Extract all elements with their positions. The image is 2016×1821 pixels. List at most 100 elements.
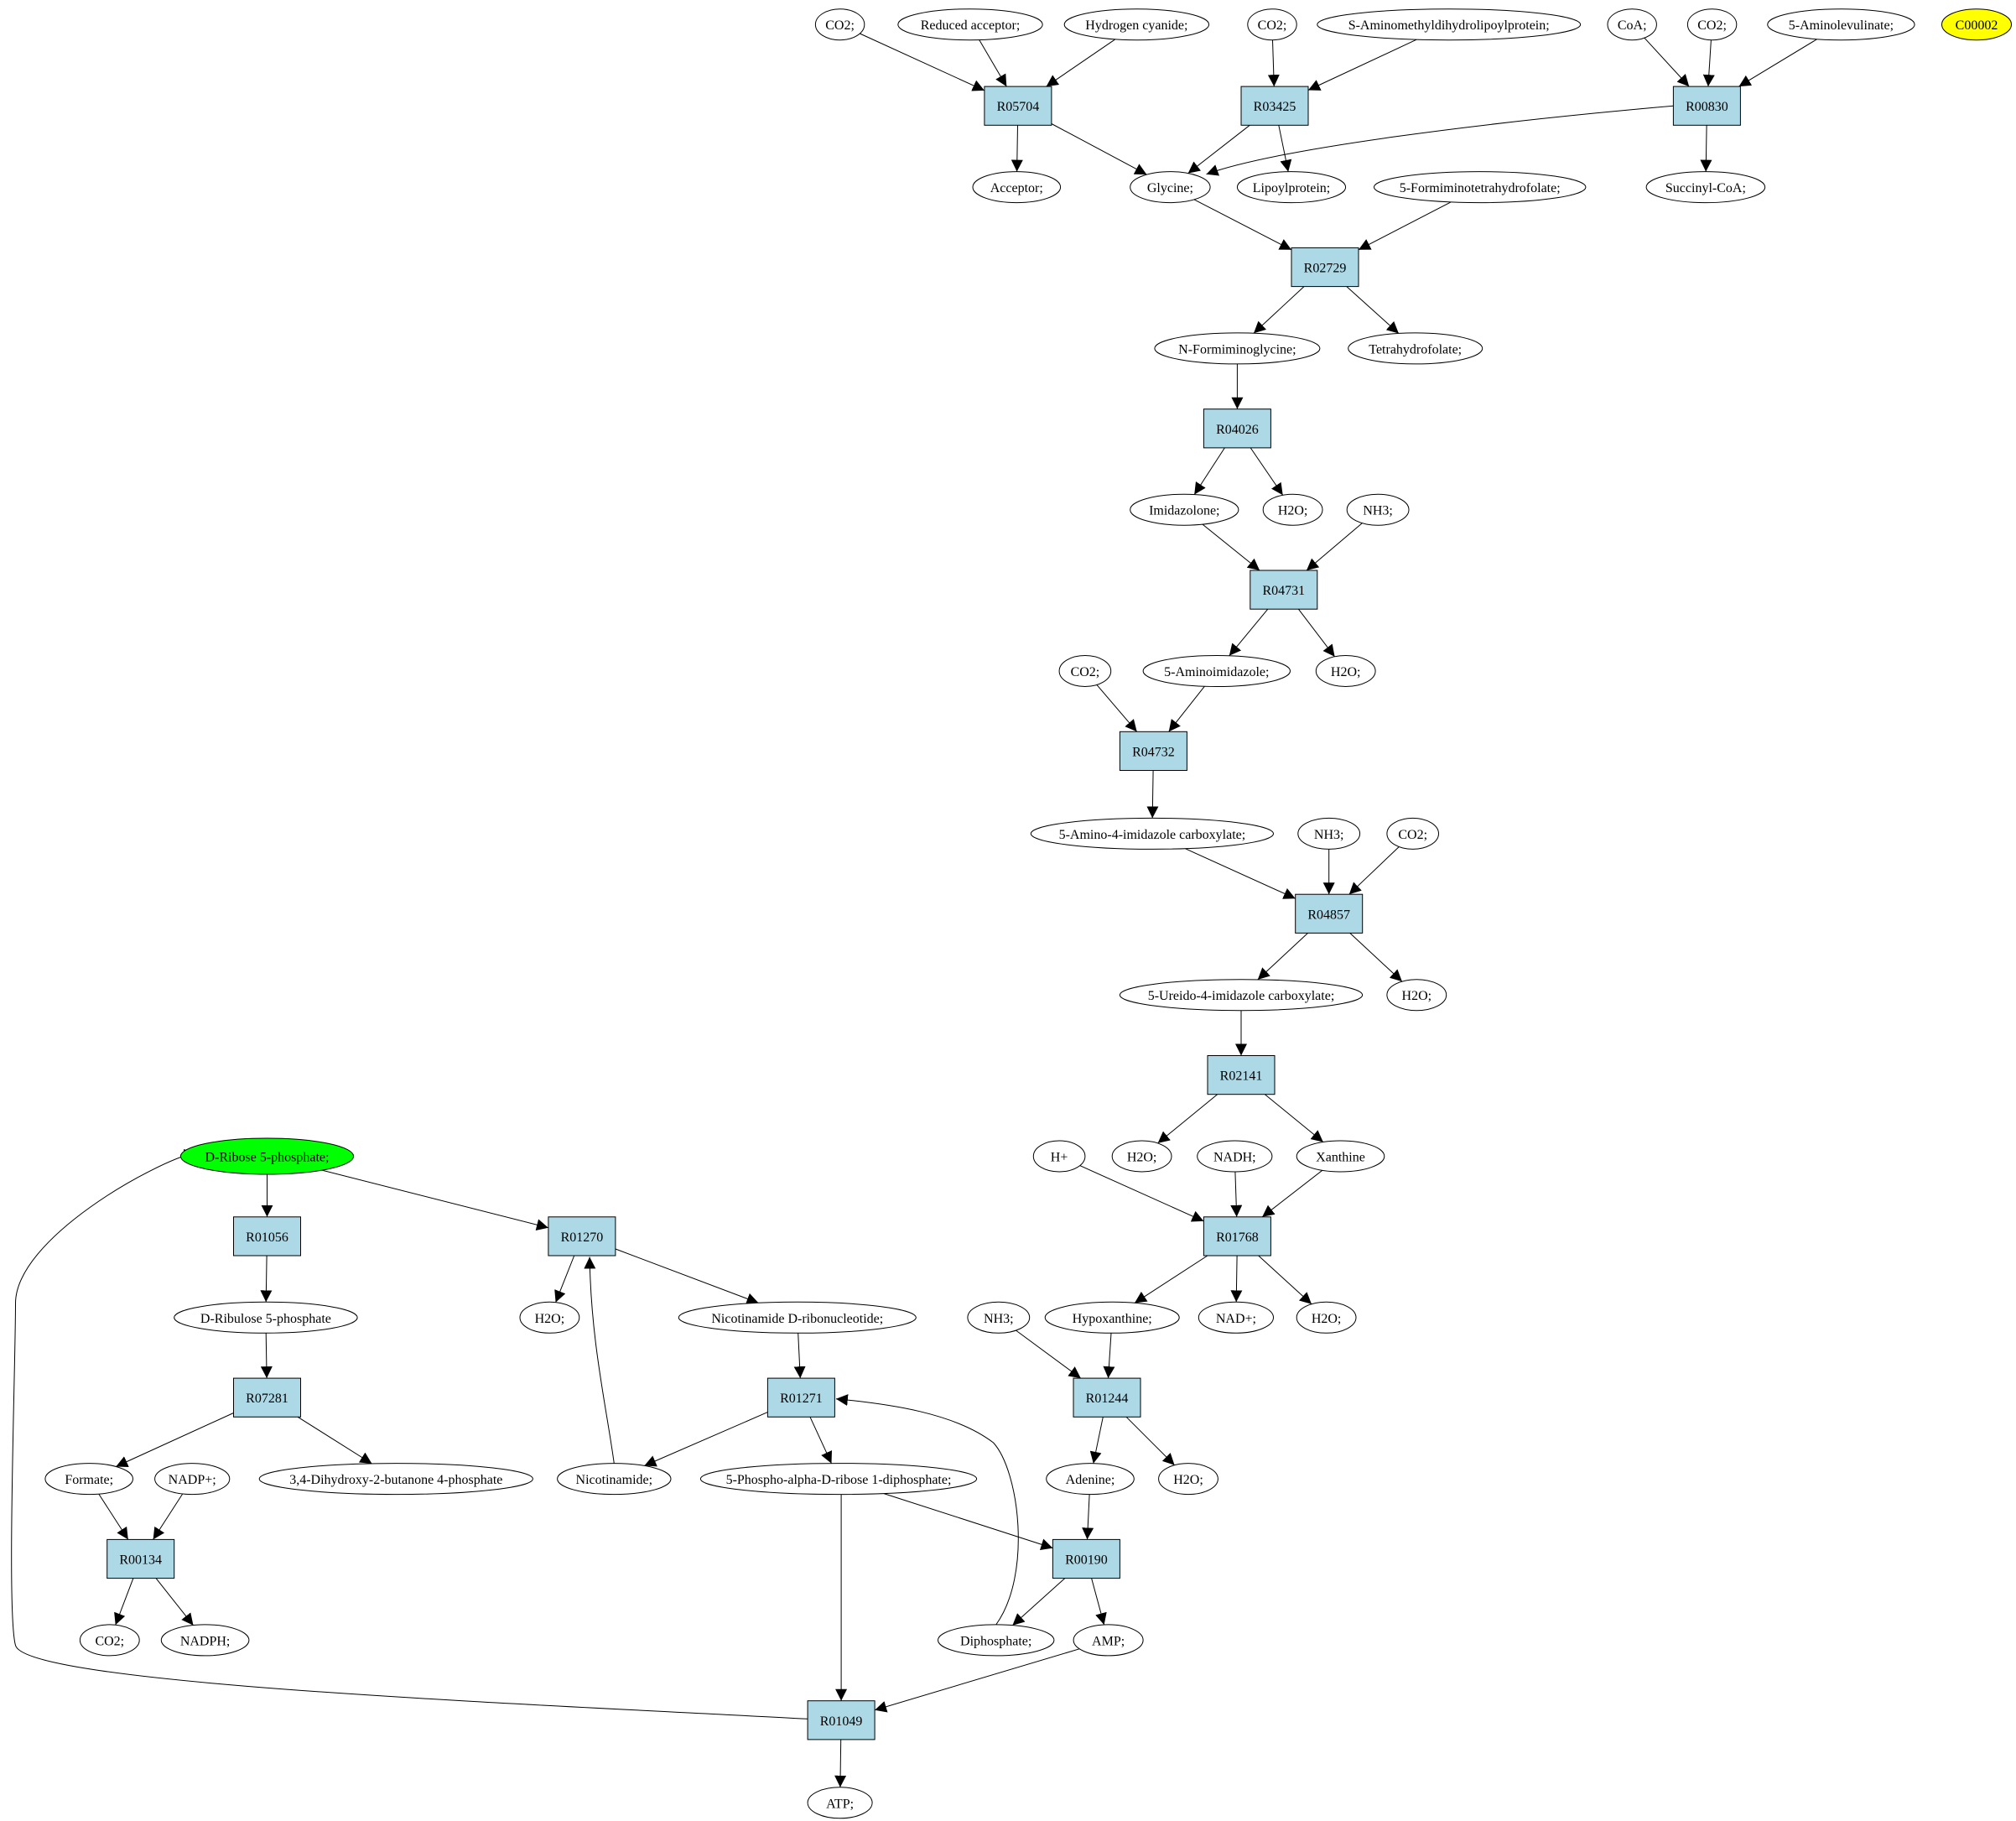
reaction-node-r_R01271[interactable]: R01271 [766, 1377, 835, 1418]
edge-r_R03425-to-c_lipoyl [1278, 125, 1292, 172]
edge-r_R07281-to-c_dhb4p [297, 1416, 372, 1465]
compound-node-c_co2_a[interactable]: CO2; [814, 8, 865, 41]
compound-node-c_h2o_d[interactable]: H2O; [1111, 1140, 1172, 1173]
node-label: R00830 [1686, 100, 1728, 114]
reaction-node-r_R00134[interactable]: R00134 [107, 1538, 175, 1579]
compound-node-c_prpp[interactable]: 5-Phospho-alpha-D-ribose 1-diphosphate; [699, 1463, 978, 1496]
edge-r_R04857-to-c_5u4ic [1257, 932, 1309, 981]
compound-node-c_hypox[interactable]: Hypoxanthine; [1044, 1301, 1180, 1334]
node-label: D-Ribulose 5-phosphate [200, 1312, 331, 1326]
reaction-node-r_R04732[interactable]: R04732 [1119, 731, 1187, 771]
compound-node-c_coa[interactable]: CoA; [1607, 8, 1657, 41]
compound-node-c_formate[interactable]: Formate; [44, 1463, 133, 1496]
compound-node-c_amp[interactable]: AMP; [1073, 1624, 1144, 1657]
compound-node-c_co2_d[interactable]: CO2; [1058, 655, 1112, 687]
reaction-node-r_R04731[interactable]: R04731 [1250, 570, 1318, 610]
reaction-node-r_R00830[interactable]: R00830 [1672, 86, 1741, 126]
compound-node-c_nadpplus[interactable]: NADP+; [154, 1463, 231, 1496]
compound-node-c_adenine[interactable]: Adenine; [1046, 1463, 1135, 1496]
compound-node-c_succoa[interactable]: Succinyl-CoA; [1645, 171, 1766, 204]
node-label: S-Aminomethyldihydrolipoylprotein; [1348, 18, 1550, 33]
reaction-node-r_R01270[interactable]: R01270 [548, 1216, 616, 1256]
compound-node-c_imidazolone[interactable]: Imidazolone; [1130, 493, 1239, 526]
edge-r_R00830-to-c_succoa [1700, 125, 1712, 172]
node-label: Diphosphate; [960, 1634, 1031, 1648]
reaction-node-r_R03425[interactable]: R03425 [1240, 86, 1309, 126]
compound-node-c_5a4ic[interactable]: 5-Amino-4-imidazole carboxylate; [1030, 817, 1275, 850]
reaction-node-r_R04857[interactable]: R04857 [1295, 893, 1364, 934]
edge-r_R04026-to-c_h2o_a [1250, 447, 1284, 496]
compound-ellipse [258, 1463, 533, 1496]
edge-c_5a4ic-to-r_R04857 [1184, 848, 1296, 899]
edge-r_R02141-to-c_xanthine [1264, 1094, 1324, 1142]
reaction-node-r_R02141[interactable]: R02141 [1207, 1055, 1276, 1095]
compound-node-c_5u4ic[interactable]: 5-Ureido-4-imidazole carboxylate; [1119, 979, 1364, 1012]
compound-node-c_nh3_b[interactable]: NH3; [1297, 817, 1361, 850]
compound-node-c_redacc[interactable]: Reduced acceptor; [897, 8, 1043, 41]
compound-node-c_acceptor[interactable]: Acceptor; [972, 171, 1062, 204]
reaction-node-r_R07281[interactable]: R07281 [233, 1377, 301, 1418]
compound-node-c_co2_b[interactable]: CO2; [1247, 8, 1297, 41]
compound-node-c_amdlp[interactable]: S-Aminomethyldihydrolipoylprotein; [1317, 8, 1582, 41]
compound-node-c_thf[interactable]: Tetrahydrofolate; [1348, 332, 1483, 365]
compound-node-c_c00002[interactable]: C00002 [1941, 8, 2012, 41]
compound-ellipse [44, 1463, 133, 1496]
compound-node-c_h2o_g[interactable]: H2O; [519, 1301, 580, 1334]
compound-node-c_nmn[interactable]: Nicotinamide D-ribonucleotide; [678, 1301, 917, 1334]
reaction-node-r_R00190[interactable]: R00190 [1052, 1538, 1120, 1579]
reaction-node-r_R01244[interactable]: R01244 [1073, 1377, 1141, 1418]
compound-node-c_5fthf[interactable]: 5-Formiminotetrahydrofolate; [1374, 171, 1587, 204]
compound-node-c_5al[interactable]: 5-Aminolevulinate; [1767, 8, 1915, 41]
compound-ellipse [79, 1624, 140, 1657]
compound-node-c_h2o_b[interactable]: H2O; [1315, 655, 1376, 687]
compound-node-c_dhb4p[interactable]: 3,4-Dihydroxy-2-butanone 4-phosphate [258, 1463, 533, 1496]
node-label: NH3; [1363, 504, 1393, 518]
reaction-node-r_R01049[interactable]: R01049 [807, 1700, 876, 1740]
compound-node-c_nadp_plus[interactable]: NAD+; [1198, 1301, 1275, 1334]
compound-node-c_atp[interactable]: ATP; [807, 1787, 873, 1819]
compound-node-c_nicotinamide[interactable]: Nicotinamide; [557, 1463, 672, 1496]
edge-c_hcn-to-r_R05704 [1046, 39, 1115, 87]
compound-node-c_diphosphate[interactable]: Diphosphate; [938, 1624, 1055, 1657]
compound-ellipse [897, 8, 1043, 41]
reaction-node-r_R01056[interactable]: R01056 [233, 1216, 301, 1256]
node-label: CO2; [1697, 18, 1727, 33]
compound-node-c_nh3_c[interactable]: NH3; [967, 1301, 1031, 1334]
compound-node-c_hplus[interactable]: H+ [1032, 1140, 1086, 1173]
compound-node-c_h2o_f[interactable]: H2O; [1158, 1463, 1218, 1496]
compound-node-c_nadh[interactable]: NADH; [1197, 1140, 1273, 1173]
compound-node-c_5ai[interactable]: 5-Aminoimidazole; [1142, 655, 1291, 687]
compound-node-c_co2_c[interactable]: CO2; [1686, 8, 1738, 41]
compound-node-c_lipoyl[interactable]: Lipoylprotein; [1236, 171, 1347, 204]
reaction-node-r_R05704[interactable]: R05704 [984, 86, 1052, 126]
compound-node-c_xanthine[interactable]: Xanthine [1296, 1140, 1385, 1173]
compound-ellipse [1247, 8, 1297, 41]
compound-node-c_co2_e[interactable]: CO2; [1386, 817, 1439, 850]
reaction-box [548, 1216, 616, 1256]
reaction-node-r_R02729[interactable]: R02729 [1291, 247, 1359, 288]
compound-ellipse [938, 1624, 1055, 1657]
edge-c_co2_a-to-r_R05704 [860, 33, 985, 91]
compound-node-c_co2_f[interactable]: CO2; [79, 1624, 140, 1657]
edge-c_coa-to-r_R00830 [1644, 37, 1690, 87]
reaction-node-r_R01768[interactable]: R01768 [1203, 1216, 1271, 1256]
compound-ellipse [1130, 171, 1211, 204]
compound-node-c_dr5p[interactable]: D-Ribose 5-phosphate; [179, 1137, 355, 1175]
reaction-node-r_R04026[interactable]: R04026 [1203, 408, 1271, 449]
compound-node-c_dru5p[interactable]: D-Ribulose 5-phosphate [174, 1301, 358, 1334]
compound-node-c_nh3_a[interactable]: NH3; [1346, 493, 1410, 526]
edge-c_amp-to-r_R01049 [874, 1648, 1080, 1713]
compound-node-c_h2o_c[interactable]: H2O; [1386, 979, 1447, 1012]
compound-node-c_hcn[interactable]: Hydrogen cyanide; [1063, 8, 1210, 41]
compound-ellipse [1386, 979, 1447, 1012]
compound-node-c_nadph[interactable]: NADPH; [160, 1624, 250, 1657]
compound-node-c_h2o_e[interactable]: H2O; [1296, 1301, 1357, 1334]
compound-node-c_h2o_a[interactable]: H2O; [1262, 493, 1323, 526]
node-label: D-Ribose 5-phosphate; [205, 1151, 330, 1165]
node-label: R02729 [1304, 262, 1347, 276]
compound-node-c_glycine[interactable]: Glycine; [1130, 171, 1211, 204]
compound-ellipse [1119, 979, 1364, 1012]
edge-r_R00134-to-c_nadph [155, 1578, 194, 1626]
edge-c_dru5p-to-r_R07281 [260, 1333, 273, 1379]
compound-node-c_nfg[interactable]: N-Formiminoglycine; [1154, 332, 1321, 365]
